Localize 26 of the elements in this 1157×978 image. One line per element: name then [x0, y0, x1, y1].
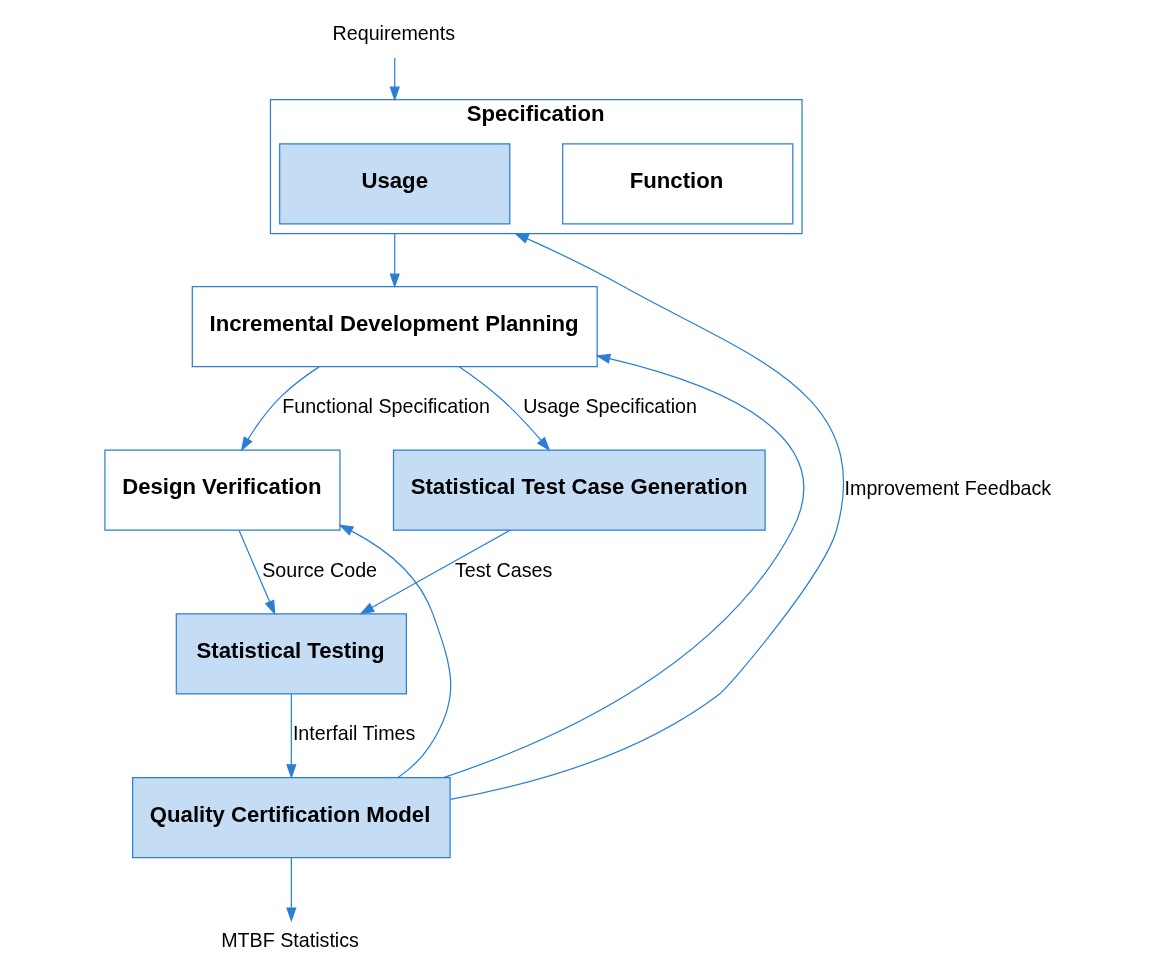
- edge-label: Functional Specification: [281, 395, 490, 418]
- node-box: Quality Certification Model: [131, 776, 451, 859]
- arrow: [458, 366, 550, 452]
- arrow: [389, 57, 400, 102]
- arrow: [240, 366, 320, 452]
- arrow: [449, 232, 843, 800]
- edge-label: Test Cases: [454, 558, 552, 581]
- arrow: [389, 233, 400, 289]
- arrow: [442, 353, 804, 779]
- node-box: Usage: [278, 143, 510, 225]
- arrow: [285, 857, 297, 923]
- node-box: Function: [561, 143, 793, 225]
- node-box: Statistical Test Case Generation: [392, 449, 766, 531]
- arrow: [285, 693, 297, 779]
- arrow: [338, 524, 451, 779]
- node-box: Design Verification: [103, 449, 341, 531]
- edge-label: Improvement Feedback: [844, 476, 1051, 499]
- arrow: [238, 529, 275, 616]
- edge-label: Source Code: [261, 558, 377, 581]
- arrow: [358, 529, 511, 615]
- edge-label: Interfail Times: [292, 722, 415, 745]
- node-box: Incremental Development Planning: [191, 285, 598, 368]
- node-text: Requirements: [332, 22, 455, 45]
- edge-label: Usage Specification: [522, 395, 697, 418]
- node-box: Statistical Testing: [175, 613, 407, 695]
- node-text: MTBF Statistics: [220, 929, 359, 952]
